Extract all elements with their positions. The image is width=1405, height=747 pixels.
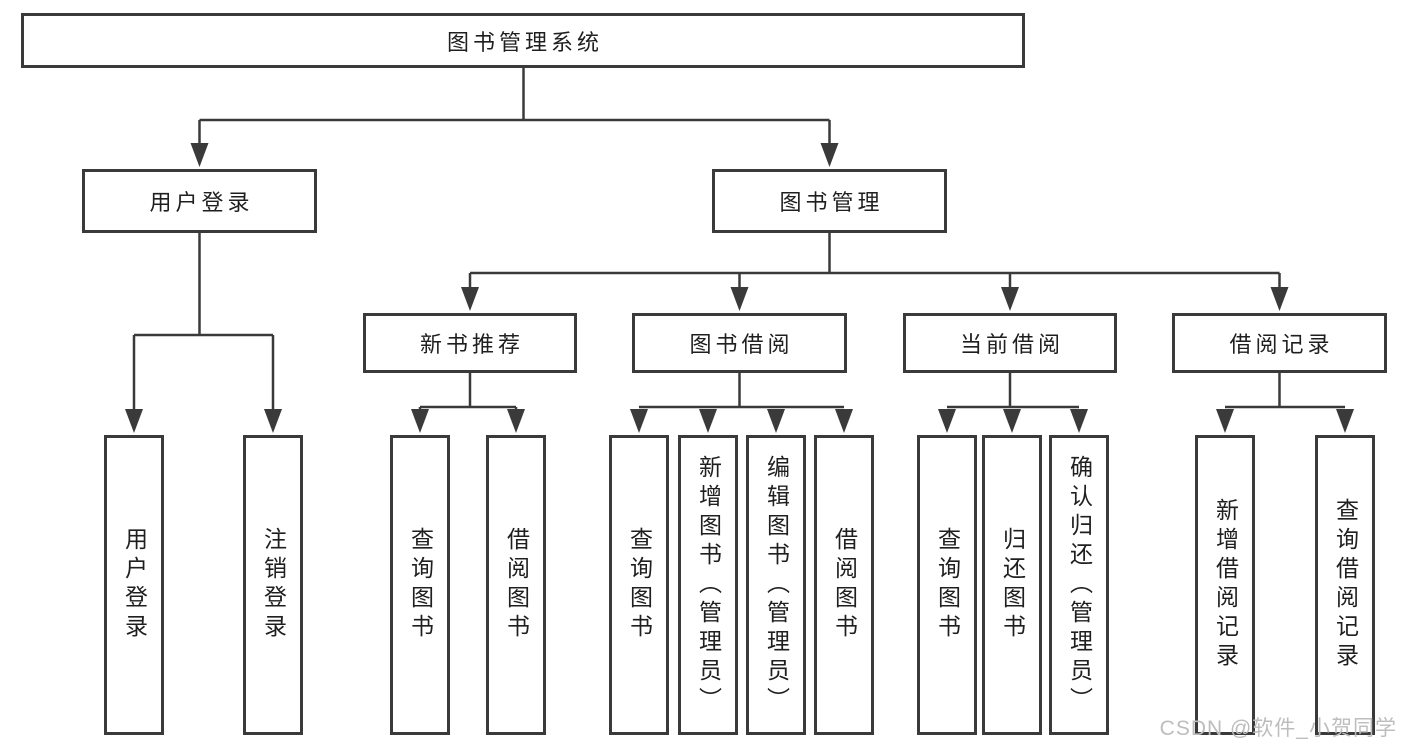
node-user-login: 用户登录: [82, 169, 317, 233]
leaf-edit-books-admin: 编辑图书（管理员）: [746, 435, 806, 735]
node-root-library-system: 图书管理系统: [21, 13, 1025, 68]
arrow-down-icon: [820, 143, 839, 167]
edges-root-to-level2: [190, 68, 839, 167]
node-current-borrow: 当前借阅: [903, 313, 1117, 373]
leaf-query-books-current: 查询图书: [917, 435, 977, 735]
leaf-borrow-books-recommend: 借阅图书: [486, 435, 546, 735]
arrow-down-icon: [767, 409, 785, 433]
edges-new-book-recommend: [411, 373, 525, 433]
arrow-down-icon: [835, 409, 853, 433]
arrow-down-icon: [461, 287, 479, 311]
edges-book-management: [461, 233, 1289, 311]
leaf-borrow-books-borrow: 借阅图书: [814, 435, 874, 735]
leaf-return-books: 归还图书: [982, 435, 1042, 735]
leaf-add-books-admin: 新增图书（管理员）: [678, 435, 738, 735]
node-borrow-records: 借阅记录: [1172, 313, 1387, 373]
arrow-down-icon: [125, 409, 143, 433]
arrow-down-icon: [1336, 409, 1354, 433]
edges-user-login: [125, 233, 282, 433]
arrow-down-icon: [1001, 287, 1019, 311]
arrow-down-icon: [630, 409, 648, 433]
arrow-down-icon: [411, 409, 429, 433]
edges-current-borrow: [938, 373, 1088, 433]
node-book-borrow: 图书借阅: [632, 313, 847, 373]
leaf-query-books-recommend: 查询图书: [390, 435, 450, 735]
arrow-down-icon: [730, 287, 749, 311]
edges-book-borrow: [630, 373, 853, 433]
arrow-down-icon: [1216, 409, 1234, 433]
arrow-down-icon: [1270, 287, 1289, 311]
leaf-user-login: 用户登录: [104, 435, 164, 735]
arrow-down-icon: [938, 409, 956, 433]
node-new-book-recommend: 新书推荐: [363, 313, 577, 373]
arrow-down-icon: [507, 409, 525, 433]
arrow-down-icon: [190, 143, 209, 167]
leaf-query-books-borrow: 查询图书: [609, 435, 669, 735]
arrow-down-icon: [699, 409, 717, 433]
csdn-watermark: CSDN @软件_小贺同学: [1159, 717, 1397, 740]
node-book-management: 图书管理: [712, 169, 947, 233]
arrow-down-icon: [1003, 409, 1021, 433]
arrow-down-icon: [1070, 409, 1088, 433]
arrow-down-icon: [264, 409, 282, 433]
edges-borrow-records: [1216, 373, 1354, 433]
leaf-confirm-return-admin: 确认归还（管理员）: [1049, 435, 1109, 735]
leaf-add-borrow-record: 新增借阅记录: [1195, 435, 1255, 735]
leaf-query-borrow-record: 查询借阅记录: [1315, 435, 1375, 735]
leaf-logout-login: 注销登录: [243, 435, 303, 735]
